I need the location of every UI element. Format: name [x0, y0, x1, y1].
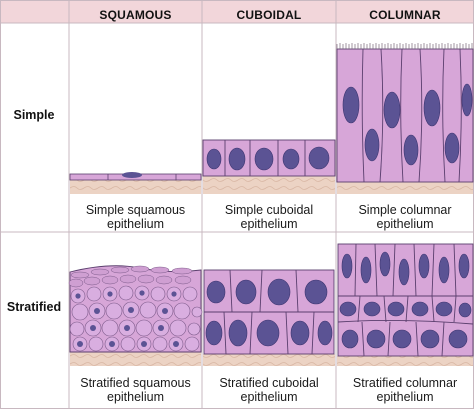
caption-stratified-squamous: Stratified squamous epithelium [69, 376, 202, 404]
stratified-cuboidal-tissue [203, 269, 335, 366]
caption-simple-squamous: Simple squamous epithelium [69, 203, 202, 231]
column-header-squamous: SQUAMOUS [99, 8, 172, 22]
caption-simple-cuboidal: Simple cuboidal epithelium [202, 203, 336, 231]
stratified-columnar-tissue [337, 243, 474, 366]
row-label-stratified: Stratified [6, 300, 62, 314]
caption-line-1: Stratified squamous [80, 376, 191, 390]
simple-squamous-tissue [69, 172, 202, 194]
caption-line-2: epithelium [107, 217, 164, 231]
caption-line-1: Stratified cuboidal [219, 376, 319, 390]
header-band [0, 0, 474, 23]
simple-columnar-tissue [336, 43, 474, 194]
caption-stratified-columnar: Stratified columnar epithelium [336, 376, 474, 404]
column-header-columnar: COLUMNAR [369, 8, 441, 22]
caption-line-2: epithelium [240, 217, 298, 231]
column-header-cuboidal: CUBOIDAL [236, 8, 302, 22]
caption-line-2: epithelium [376, 390, 434, 404]
stratified-squamous-tissue [68, 265, 203, 366]
row-label-simple: Simple [13, 108, 55, 122]
caption-line-2: epithelium [107, 390, 164, 404]
caption-line-1: Stratified columnar [352, 376, 458, 390]
caption-line-1: Simple cuboidal [224, 203, 314, 217]
caption-line-2: epithelium [376, 217, 434, 231]
caption-line-2: epithelium [240, 390, 298, 404]
simple-cuboidal-tissue [202, 139, 336, 194]
caption-simple-columnar: Simple columnar epithelium [336, 203, 474, 231]
caption-stratified-cuboidal: Stratified cuboidal epithelium [202, 376, 336, 404]
caption-line-1: Simple columnar [358, 203, 452, 217]
caption-line-1: Simple squamous [85, 203, 186, 217]
